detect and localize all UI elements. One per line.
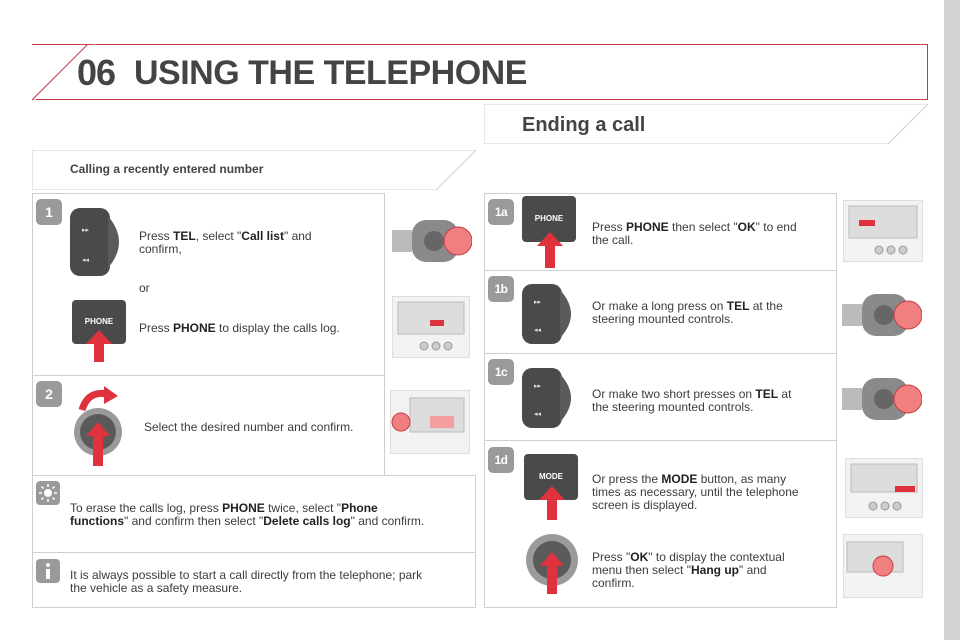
- steering-control-thumbnail: [392, 220, 472, 262]
- head-unit-knob-thumbnail: [390, 390, 470, 454]
- page-edge-strip: [944, 0, 960, 640]
- step1b-instruction: Or make a long press on TEL at the steer…: [592, 299, 783, 326]
- tip-text: To erase the calls log, press PHONE twic…: [70, 501, 425, 528]
- info-text: It is always possible to start a call di…: [70, 568, 423, 595]
- step1-phone-instruction: Press PHONE to display the calls log.: [139, 321, 340, 335]
- svg-text:▸▸: ▸▸: [82, 226, 90, 234]
- header-corner-diagonal: [32, 44, 89, 101]
- tip-light-icon: [36, 481, 60, 505]
- steering-stalk-icon: ▸▸ ◂◂: [522, 368, 571, 428]
- steering-stalk-icon: ▸▸ ◂◂: [70, 208, 119, 276]
- rotary-knob-icon: [74, 408, 122, 466]
- steering-control-thumbnail: [842, 294, 922, 336]
- press-arrow-icon: [539, 486, 565, 520]
- head-unit-mode-thumbnail: [845, 458, 923, 518]
- svg-text:▸▸: ▸▸: [534, 382, 542, 390]
- head-unit-phone-thumbnail: [843, 200, 923, 262]
- step1a-instruction: Press PHONE then select "OK" to end the …: [592, 220, 797, 247]
- step1d-ok-instruction: Press "OK" to display the contextual men…: [592, 550, 785, 590]
- ending-call-header-frame: [484, 104, 928, 144]
- step-badge-1c: 1c: [488, 359, 514, 385]
- left-row-separator: [32, 475, 476, 476]
- page-title: USING THE TELEPHONE: [134, 54, 527, 92]
- info-icon: [36, 559, 60, 583]
- left-row-separator: [32, 375, 476, 376]
- press-arrow-icon: [86, 330, 112, 362]
- steering-stalk-icon: ▸▸ ◂◂: [522, 284, 571, 344]
- step-badge-1a: 1a: [488, 199, 514, 225]
- step-badge-1: 1: [36, 199, 62, 225]
- head-unit-thumbnail: [392, 296, 470, 358]
- step-badge-2: 2: [36, 381, 62, 407]
- recent-number-header-frame: [32, 150, 476, 190]
- rotary-knob-icon: [526, 534, 578, 594]
- step1c-instruction: Or make two short presses on TEL at the …: [592, 387, 792, 414]
- recent-number-title: Calling a recently entered number: [70, 162, 264, 176]
- chapter-number: 06: [77, 52, 116, 93]
- step-badge-1d: 1d: [488, 447, 514, 473]
- right-row-separator: [484, 270, 928, 271]
- svg-text:◂◂: ◂◂: [82, 256, 90, 264]
- step-badge-1b: 1b: [488, 276, 514, 302]
- head-unit-knob-thumbnail: [843, 534, 923, 598]
- press-arrow-icon: [537, 232, 563, 268]
- ending-call-title: Ending a call: [522, 114, 646, 136]
- right-row-separator: [484, 440, 928, 441]
- step1d-instruction: Or press the MODE button, as many times …: [592, 472, 799, 512]
- step2-instruction: Select the desired number and confirm.: [144, 420, 354, 434]
- rotate-arrow-icon: [78, 386, 118, 412]
- step1-or: or: [139, 281, 150, 295]
- header-frame: [32, 44, 928, 100]
- right-row-separator: [484, 353, 928, 354]
- svg-text:▸▸: ▸▸: [534, 298, 542, 306]
- left-row-separator: [32, 552, 476, 553]
- svg-text:◂◂: ◂◂: [534, 326, 542, 334]
- step1-instruction: Press TEL, select "Call list" and confir…: [139, 229, 312, 256]
- svg-text:◂◂: ◂◂: [534, 410, 542, 418]
- steering-control-thumbnail: [842, 378, 922, 420]
